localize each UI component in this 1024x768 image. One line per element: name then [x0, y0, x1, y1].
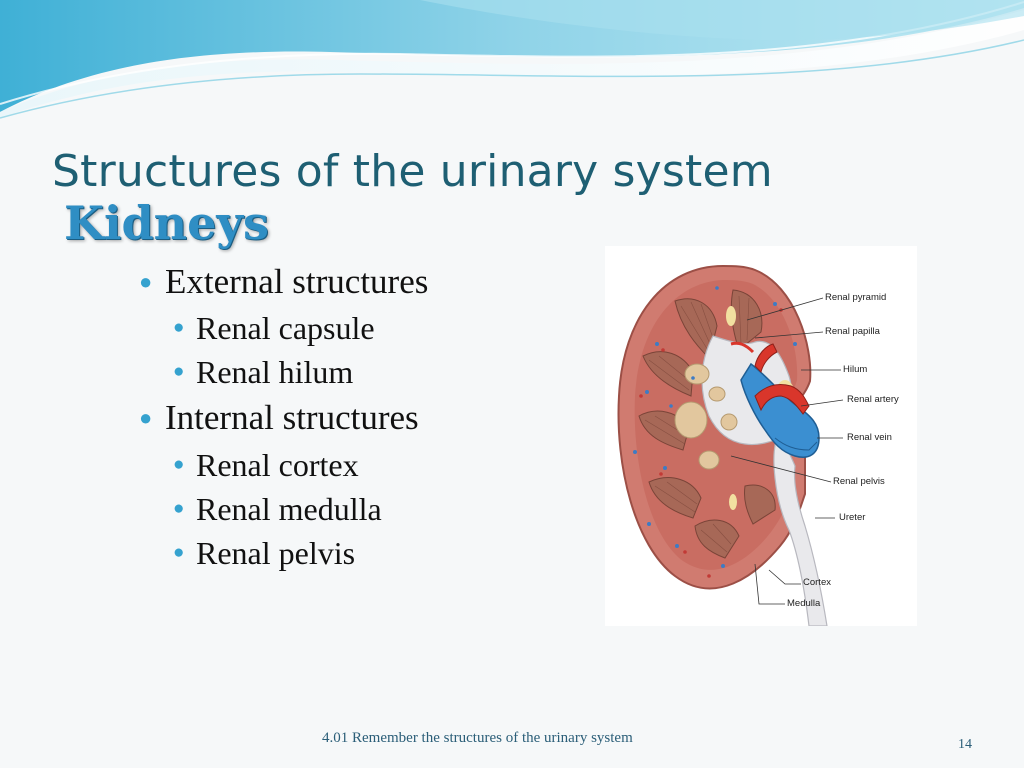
label-renal-pelvis: Renal pelvis: [833, 476, 885, 487]
label-medulla: Medulla: [787, 598, 821, 609]
bullet-renal-cortex: ● Renal cortex: [173, 447, 359, 483]
bullet-dot-icon: ●: [173, 542, 185, 563]
bullet-dot-icon: ●: [173, 454, 185, 475]
bullet-renal-capsule: ● Renal capsule: [173, 310, 375, 346]
label-renal-papilla: Renal papilla: [825, 326, 880, 337]
header-wave-decoration: [0, 0, 1024, 119]
slide-subtitle: Kidneys: [64, 196, 269, 250]
slide-title: Structures of the urinary system: [52, 146, 773, 197]
kidney-illustration: [617, 264, 844, 626]
bullet-renal-pelvis: ● Renal pelvis: [173, 535, 356, 571]
bullet-list: ● External structures ● Renal capsule ● …: [139, 262, 429, 571]
page-number: 14: [958, 737, 972, 752]
bullet-external-structures: ● External structures: [139, 262, 429, 301]
bullet-internal-structures: ● Internal structures: [139, 398, 419, 437]
bullet-renal-medulla: ● Renal medulla: [173, 491, 382, 527]
label-hilum: Hilum: [843, 364, 868, 375]
bullet-dot-icon: ●: [173, 317, 185, 338]
bullet-dot-icon: ●: [139, 405, 153, 430]
label-renal-pyramid: Renal pyramid: [825, 292, 887, 303]
label-ureter: Ureter: [839, 512, 866, 523]
label-renal-artery: Renal artery: [847, 394, 899, 405]
kidney-diagram: Renal pyramid Renal papilla Hilum Renal …: [605, 246, 917, 626]
bullet-renal-hilum: ● Renal hilum: [173, 354, 354, 390]
slide-footer: 4.01 Remember the structures of the urin…: [322, 730, 633, 746]
label-cortex: Cortex: [803, 577, 831, 588]
bullet-dot-icon: ●: [173, 498, 185, 519]
bullet-dot-icon: ●: [173, 361, 185, 382]
label-renal-vein: Renal vein: [847, 432, 892, 443]
bullet-dot-icon: ●: [139, 269, 153, 294]
